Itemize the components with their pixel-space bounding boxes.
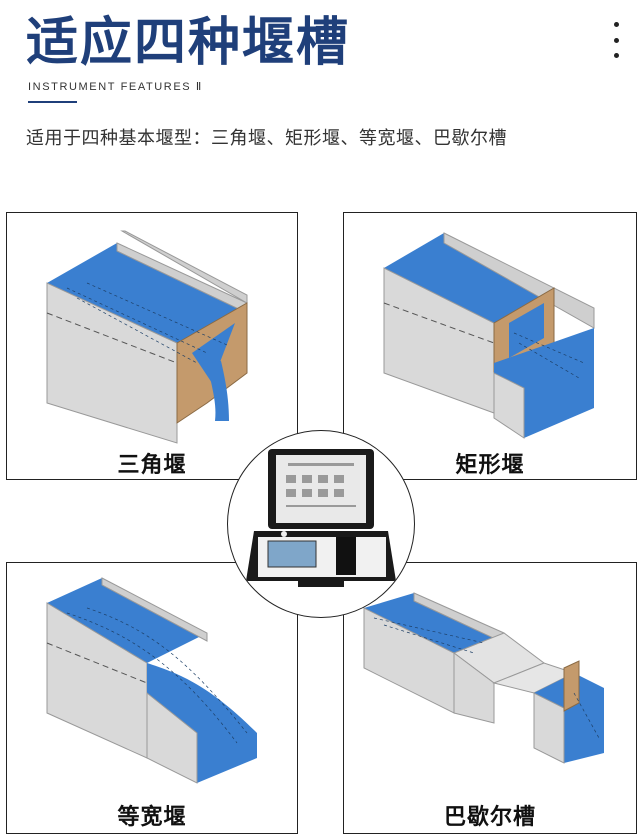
panel-label: 三角堰 <box>117 453 187 478</box>
more-vertical-icon[interactable] <box>611 20 621 60</box>
panel-label: 矩形堰 <box>455 453 525 478</box>
equal-width-weir-illustration <box>46 577 257 784</box>
panel-equal-width-weir: 等宽堰 <box>6 562 298 834</box>
panel-parshall-flume: 巴歇尔槽 <box>343 562 637 834</box>
flow-meter-case-illustration <box>246 449 396 587</box>
panel-rectangular-weir: 矩形堰 <box>343 212 637 480</box>
device-image <box>227 430 415 618</box>
panel-label: 巴歇尔槽 <box>443 805 536 830</box>
title-underline <box>28 101 77 103</box>
parshall-flume-illustration <box>363 592 604 764</box>
rectangular-weir-illustration <box>383 232 595 439</box>
page-subtitle: INSTRUMENT FEATURES Ⅱ <box>28 81 203 93</box>
triangular-weir-illustration <box>46 230 248 444</box>
panel-triangular-weir: 三角堰 <box>6 212 298 480</box>
page-description: 适用于四种基本堰型：三角堰、矩形堰、等宽堰、巴歇尔槽 <box>26 128 507 149</box>
panel-label: 等宽堰 <box>117 805 187 830</box>
page-title: 适应四种堰槽 <box>26 13 351 73</box>
